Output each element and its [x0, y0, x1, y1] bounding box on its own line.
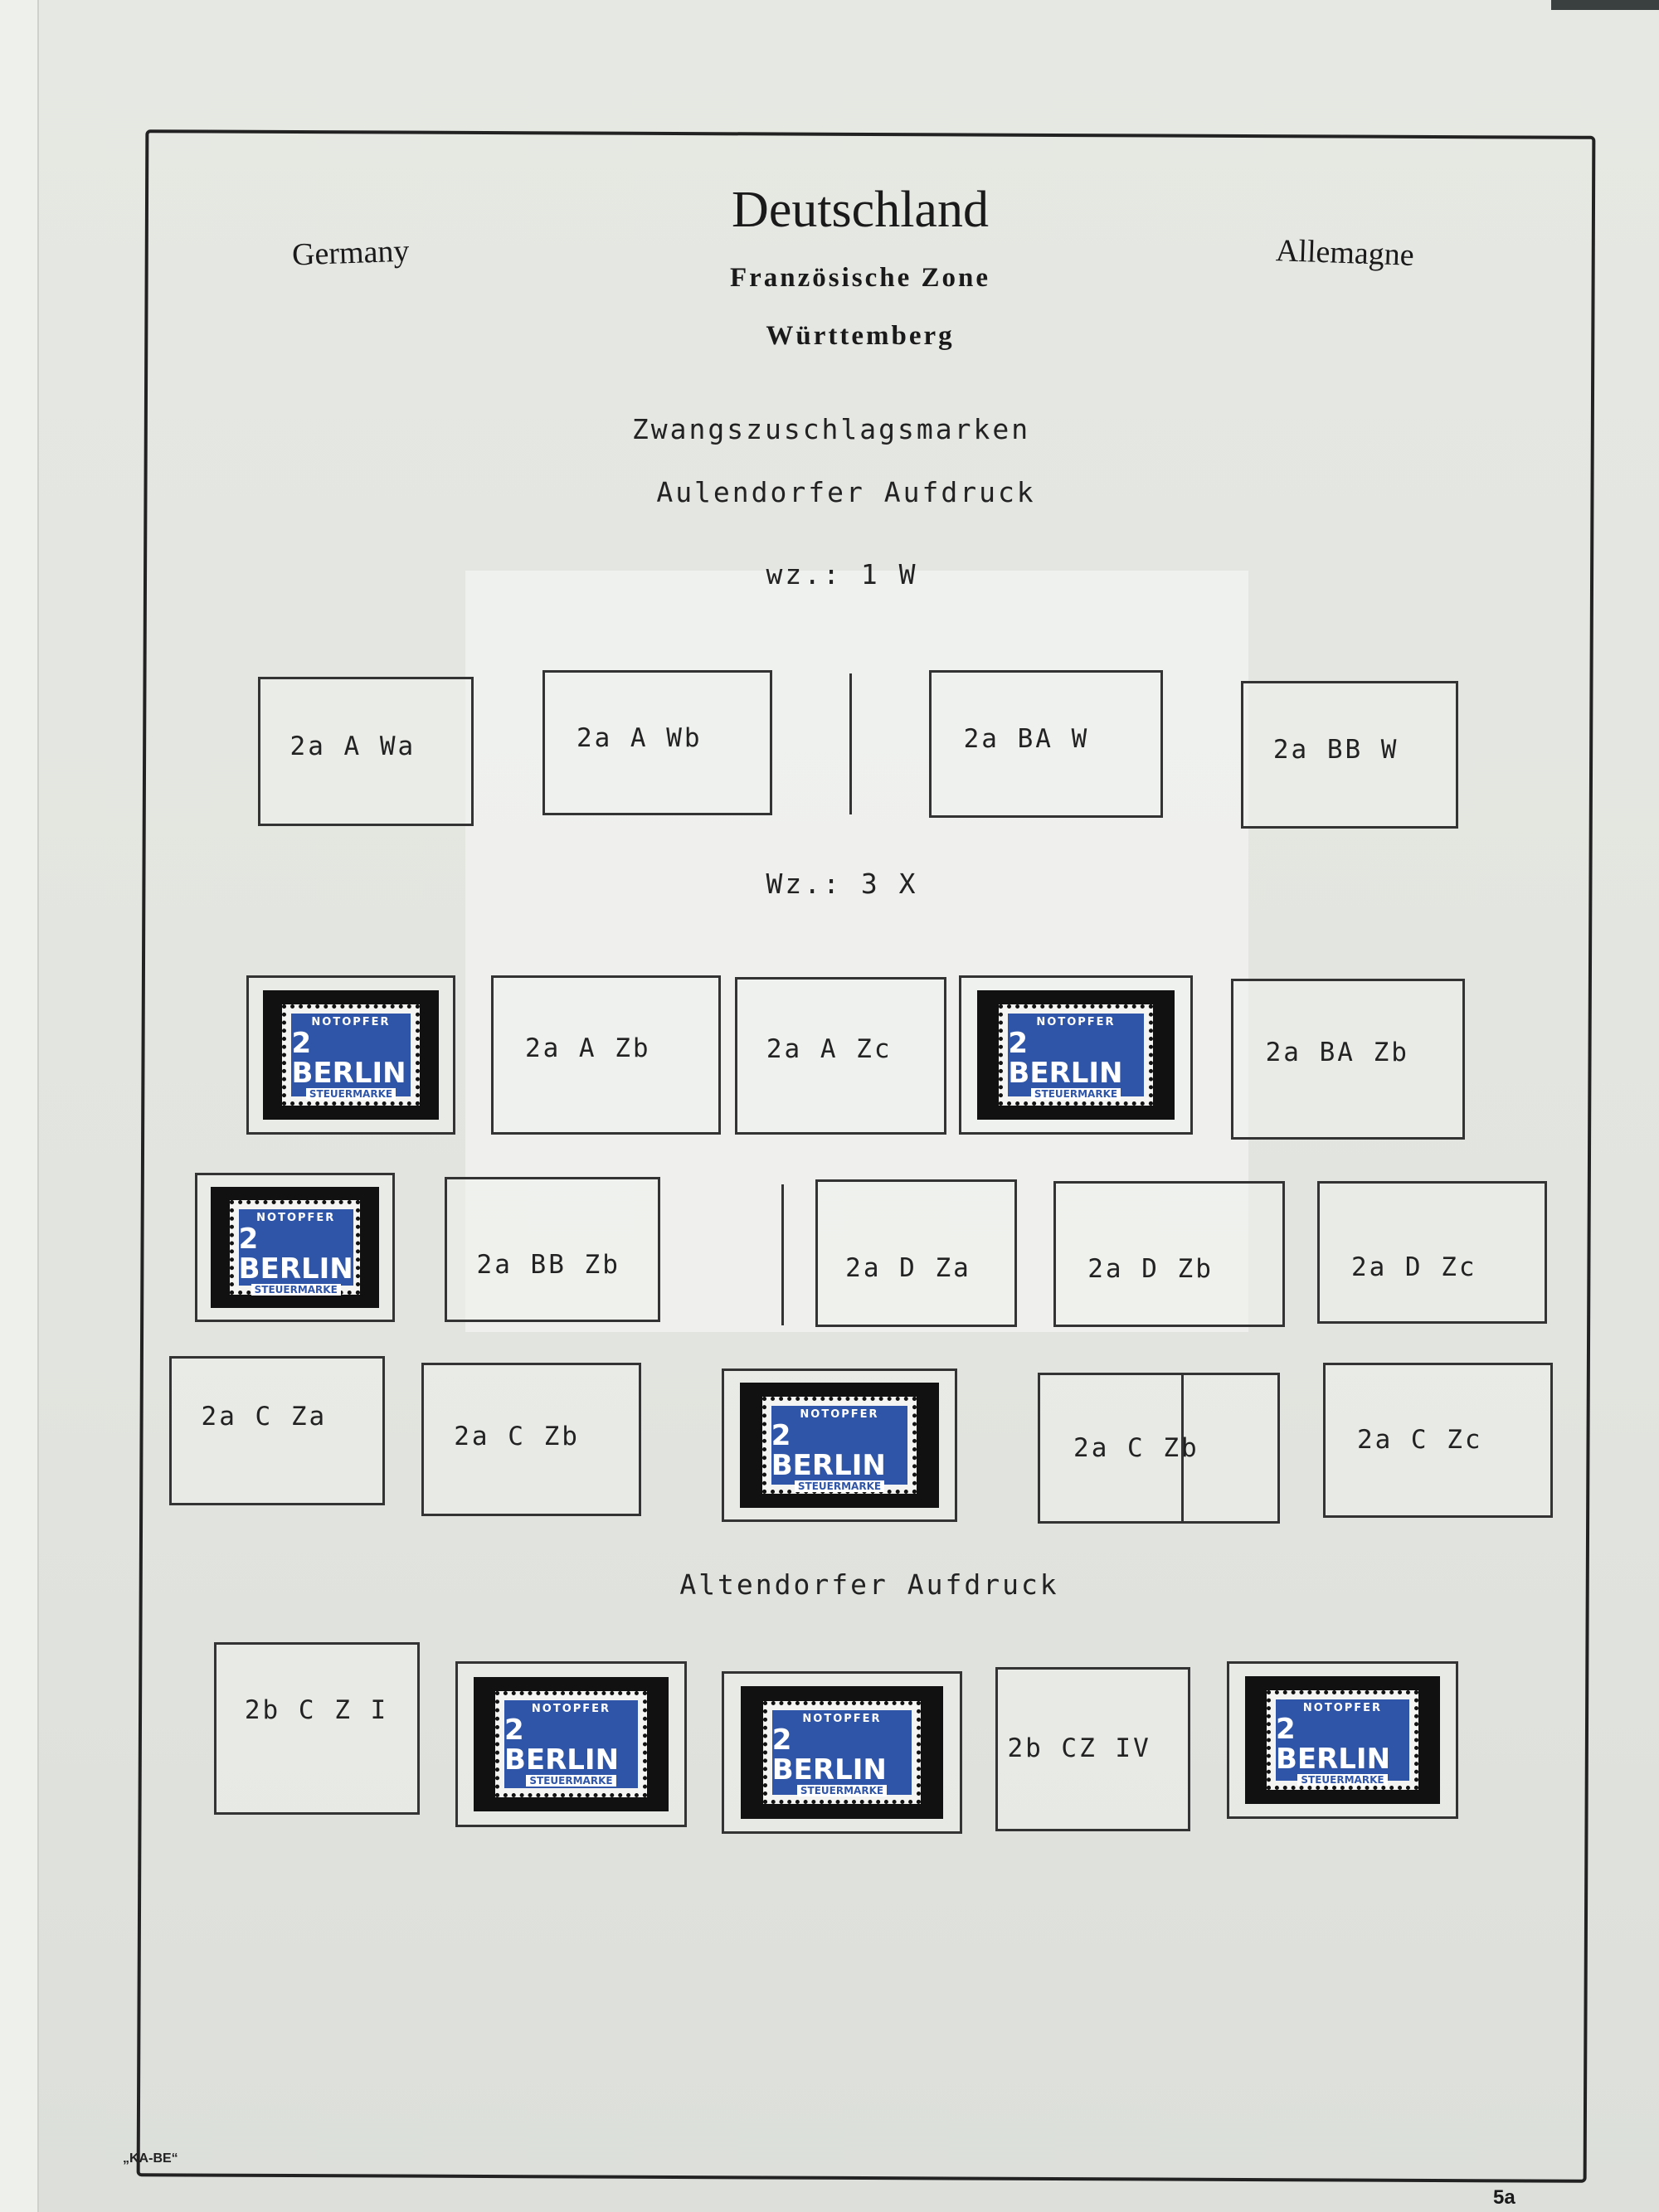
stamp-text-bottom: STEUERMARKE [794, 1480, 885, 1492]
stamp-slot[interactable]: 2a D Zb [1053, 1181, 1285, 1327]
zone-subtitle: Französische Zone [729, 263, 991, 293]
slot-label: 2a D Za [845, 1253, 971, 1283]
stamp-text-top: NOTOPFER [1302, 1701, 1383, 1714]
stamp-slot[interactable]: 2a C Zb [421, 1363, 641, 1516]
divider-line [781, 1184, 784, 1325]
region-subtitle: Württemberg [766, 321, 955, 351]
stamp-text-top: NOTOPFER [802, 1712, 882, 1725]
stamp-slot[interactable]: 2a A Wb [542, 670, 772, 815]
stamp-slot[interactable]: 2a C Za [169, 1356, 385, 1505]
watermark-1-label: wz.: 1 W [766, 558, 918, 591]
stamp-slot[interactable]: 2a A Zb [491, 975, 721, 1135]
stamp-text-main: 2 BERLIN [291, 1027, 406, 1091]
stamp-text-main: 2 BERLIN [238, 1222, 353, 1286]
slot-label: 2a A Wb [576, 722, 703, 753]
stamp-text-bottom: STEUERMARKE [251, 1283, 341, 1296]
slot-label: 2a BB Zb [476, 1249, 620, 1280]
stamp-slot[interactable]: 2a BA W [929, 670, 1163, 818]
stamp-slot[interactable]: 2a D Za [815, 1179, 1017, 1327]
slot-label: 2b C Z I [244, 1694, 389, 1725]
stamp-slot[interactable]: 2a BA Zb [1231, 979, 1465, 1140]
stamp-text-main: 2 BERLIN [504, 1714, 620, 1777]
page-number: 5a [1493, 2186, 1515, 2209]
overprint-heading-2: Altendorfer Aufdruck [679, 1568, 1059, 1601]
stamp-text-top: NOTOPFER [311, 1016, 391, 1029]
stamp-text-top: NOTOPFER [800, 1407, 879, 1421]
stamp-slot[interactable]: 2a A Zc [735, 977, 946, 1135]
stamp-slot[interactable]: 2a A Wa [258, 677, 474, 826]
stamp-slot[interactable]: 2b C Z I [214, 1642, 420, 1815]
stamp-text-bottom: STEUERMARKE [796, 1784, 888, 1796]
stamp-slot[interactable]: 2a C Zc [1323, 1363, 1553, 1518]
publisher-mark: „KA-BE“ [123, 2151, 178, 2166]
slot-label: 2a A Wa [289, 731, 416, 761]
divider-line [1181, 1375, 1184, 1521]
stamp-text-top: NOTOPFER [256, 1211, 336, 1224]
stamp-text-top: NOTOPFER [1036, 1016, 1116, 1029]
title-english: Germany [291, 233, 411, 273]
slot-label: 2a D Zb [1087, 1254, 1214, 1284]
album-spine [0, 0, 39, 2212]
stamp-slot[interactable]: 2a C Zb [1038, 1373, 1280, 1524]
slot-label: 2a A Zc [766, 1034, 893, 1065]
overprint-heading: Aulendorfer Aufdruck [656, 476, 1036, 508]
slot-label: 2b CZ IV [1007, 1733, 1151, 1763]
stamp-text-main: 2 BERLIN [771, 1418, 886, 1482]
stamp-slot[interactable]: 2a BB W [1241, 681, 1458, 829]
slot-label: 2a BA W [963, 723, 1090, 754]
slot-label: 2a D Zc [1350, 1252, 1477, 1282]
slot-label: 2a C Zb [454, 1422, 580, 1452]
title-french: Allemagne [1275, 233, 1415, 273]
stamp-text-main: 2 BERLIN [771, 1723, 887, 1787]
page-title: Deutschland [732, 182, 989, 238]
watermark-3-label: Wz.: 3 X [766, 868, 918, 900]
stamp-slot[interactable]: 2b CZ IV [995, 1667, 1190, 1831]
stamp-text-main: 2 BERLIN [1275, 1712, 1391, 1776]
stamp-text-bottom: STEUERMARKE [305, 1088, 397, 1101]
stamp-slot[interactable]: 2a D Zc [1317, 1181, 1547, 1324]
slot-label: 2a A Zb [524, 1033, 651, 1063]
slot-label: 2a C Za [201, 1402, 328, 1432]
slot-label: 2a BA Zb [1265, 1037, 1409, 1067]
section-heading: Zwangszuschlagsmarken [631, 413, 1031, 445]
slot-label: 2a C Zb [1073, 1433, 1199, 1464]
stamp-text-main: 2 BERLIN [1008, 1027, 1123, 1091]
stamp-text-bottom: STEUERMARKE [1030, 1088, 1121, 1101]
slot-label: 2a C Zc [1356, 1425, 1483, 1456]
stamp-text-bottom: STEUERMARKE [1297, 1773, 1388, 1786]
stamp-slot[interactable]: 2a BB Zb [445, 1177, 660, 1322]
slot-label: 2a BB W [1272, 734, 1399, 765]
stamp-text-top: NOTOPFER [531, 1703, 611, 1716]
background-edge [1551, 0, 1659, 10]
stamp-text-bottom: STEUERMARKE [526, 1775, 616, 1787]
divider-line [849, 673, 852, 814]
